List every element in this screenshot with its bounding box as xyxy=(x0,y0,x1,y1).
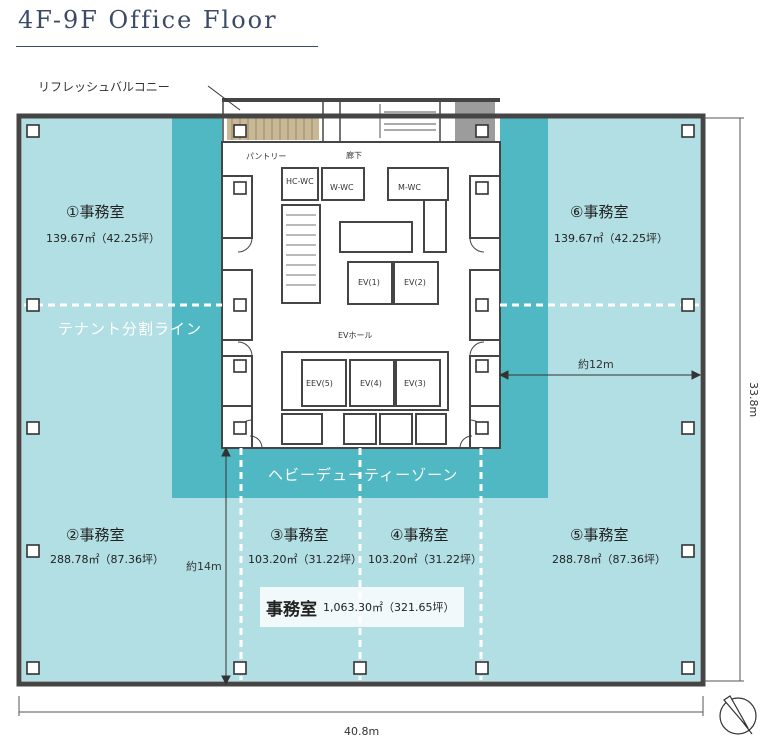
width-dimension: 40.8m xyxy=(344,725,380,738)
room-5-area: 288.78㎡（87.36坪） xyxy=(552,553,666,566)
corridor-label: 廊下 xyxy=(346,151,362,160)
room-1-area: 139.67㎡（42.25坪） xyxy=(46,232,160,245)
w-wc-label: W-WC xyxy=(330,183,354,192)
exterior-wall xyxy=(16,113,706,687)
height-dimension: 33.8m xyxy=(747,382,760,418)
page-title: 4F-9F Office Floor xyxy=(18,6,278,34)
hc-wc-label: HC-WC xyxy=(286,177,314,186)
total-label: 事務室 xyxy=(266,599,317,620)
eev5-label: EEV(5) xyxy=(306,379,333,388)
depth-left-dimension: 約14m xyxy=(186,560,222,573)
ev3-label: EV(3) xyxy=(404,379,426,388)
room-6-area: 139.67㎡（42.25坪） xyxy=(554,232,668,245)
heavy-duty-zone-label: ヘビーデューティーゾーン xyxy=(268,466,459,484)
room-1-name: ①事務室 xyxy=(66,203,125,221)
ev-hall-label: EVホール xyxy=(338,331,373,340)
ev4-label: EV(4) xyxy=(360,379,382,388)
room-4-area: 103.20㎡（31.22坪） xyxy=(368,553,482,566)
building-core xyxy=(222,100,500,448)
room-2-name: ②事務室 xyxy=(66,526,125,544)
room-3-area: 103.20㎡（31.22坪） xyxy=(248,553,362,566)
ev1-label: EV(1) xyxy=(358,278,380,287)
total-area-box: 事務室 1,063.30㎡（321.65坪） xyxy=(260,587,464,627)
room-5-name: ⑤事務室 xyxy=(570,526,629,544)
room-6-name: ⑥事務室 xyxy=(570,203,629,221)
depth-right-dimension: 約12m xyxy=(578,358,614,371)
tenant-division-line xyxy=(24,303,700,680)
north-arrow xyxy=(719,695,757,735)
room-4-name: ④事務室 xyxy=(390,526,449,544)
balcony-label: リフレッシュバルコニー xyxy=(38,80,170,94)
room-2-area: 288.78㎡（87.36坪） xyxy=(50,553,164,566)
m-wc-label: M-WC xyxy=(398,183,421,192)
pantry-label: パントリー xyxy=(246,152,287,161)
title-underline xyxy=(16,46,318,47)
room-3-name: ③事務室 xyxy=(270,526,329,544)
structural-columns xyxy=(26,124,695,675)
ev2-label: EV(2) xyxy=(404,278,426,287)
total-area: 1,063.30㎡（321.65坪） xyxy=(323,601,455,614)
tenant-line-label: テナント分割ライン xyxy=(58,320,203,338)
